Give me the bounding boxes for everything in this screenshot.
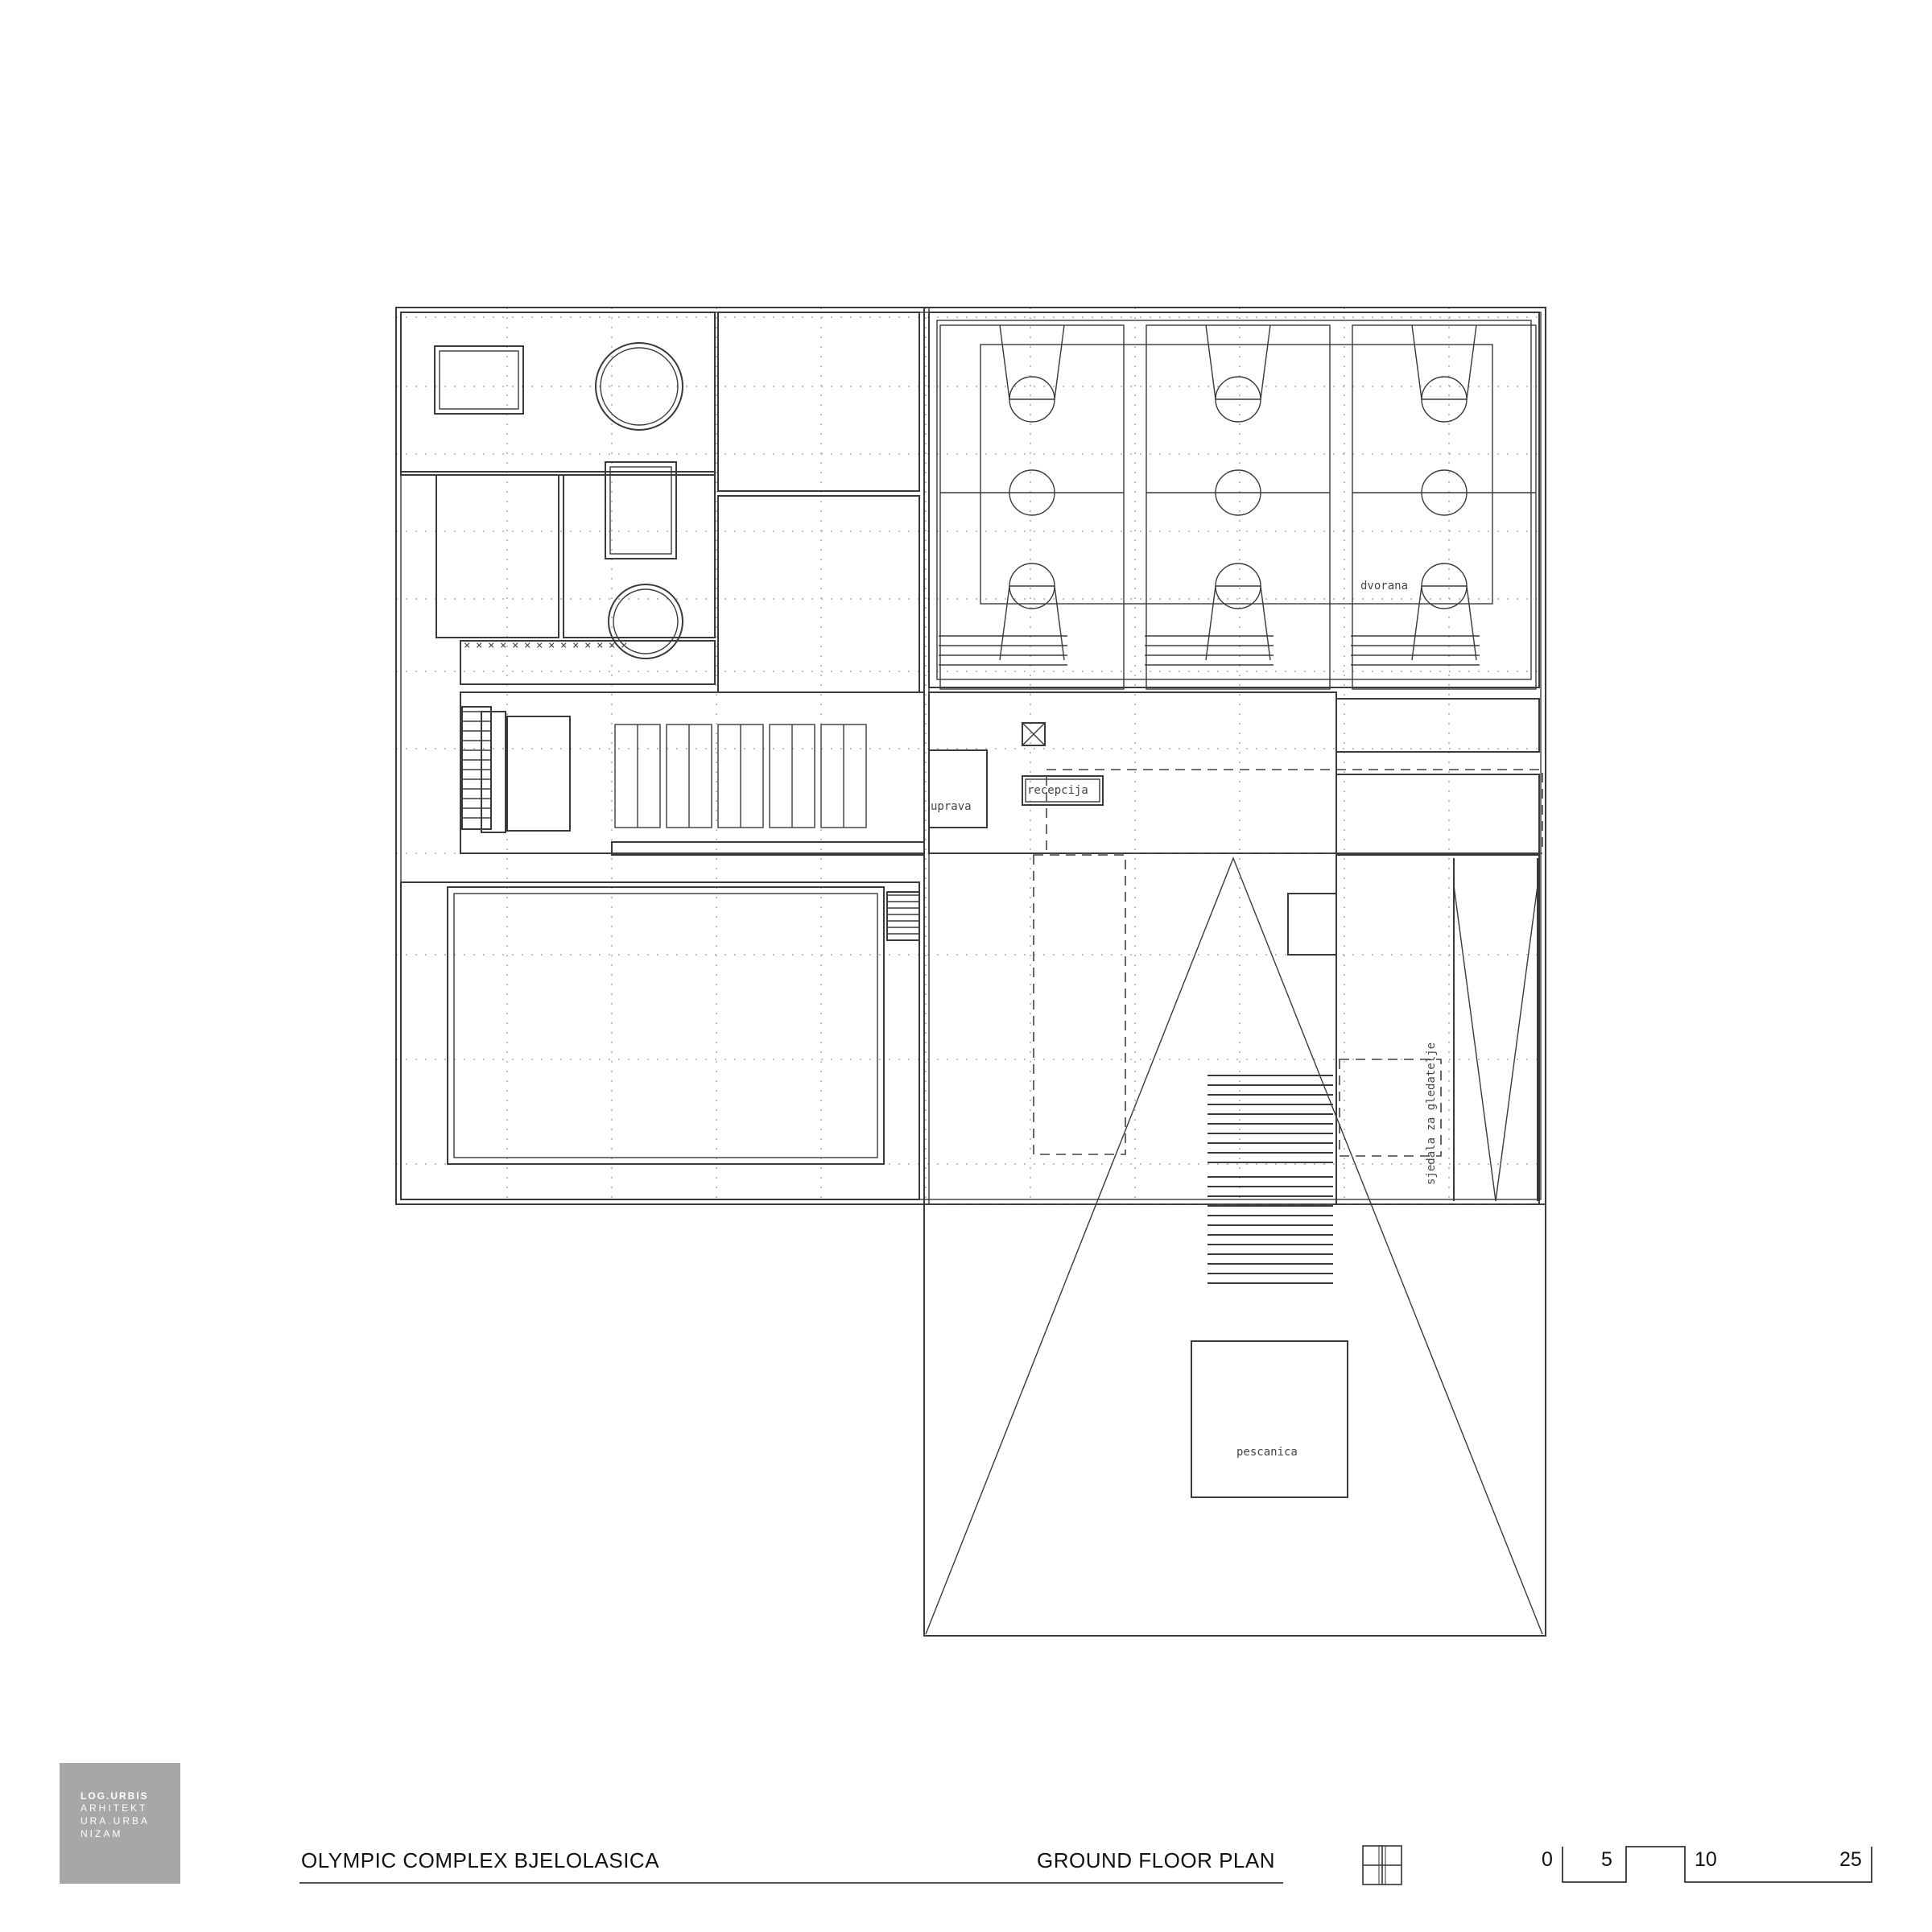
swimming-pool [400,881,920,1200]
label-uprava: uprava [931,800,972,813]
stair-left [461,706,920,941]
court-boundary [980,344,1493,605]
fixture-mark: × [524,639,530,652]
fixture-mark: × [597,639,603,652]
scale-label-0: 0 [1542,1848,1553,1871]
logo-line-4: NIZAM [80,1828,123,1839]
fixture-mark: × [609,639,615,652]
changing-rooms: × × × × × × × × × × × × × × [460,639,925,856]
basketball-court [1351,324,1537,690]
fixture-mark: × [621,639,627,652]
fixture-mark: × [476,639,482,652]
sports-hall [928,312,1540,690]
grandstand [1033,854,1538,1202]
fixture-mark: × [488,639,494,652]
north-grid-icon [1362,1845,1402,1885]
label-pescanica: pescanica [1236,1446,1298,1459]
fixture-mark: × [584,639,591,652]
logo-line-2: ARHITEKT [80,1802,148,1814]
piazza [923,857,1546,1637]
fixture-mark: × [560,639,567,652]
label-dvorana: dvorana [1360,580,1408,592]
scale-label-10: 10 [1695,1848,1717,1871]
wellness-block [400,312,920,693]
lobby [928,691,1543,1205]
label-sjedala: sjedala za gledatelje [1425,1042,1438,1185]
basketball-court [939,324,1125,690]
scale-label-25: 25 [1839,1848,1862,1871]
scale-label-5: 5 [1601,1848,1612,1871]
building-outline [395,307,1546,1205]
structural-grid [395,308,1546,1204]
firm-logo: LOG.URBIS ARHITEKT URA.URBA NIZAM [60,1763,180,1884]
scale-bar-graphic [1562,1846,1872,1883]
scale-bar: 0 5 10 25 [1534,1840,1888,1889]
fixture-mark: × [500,639,506,652]
fixture-mark: × [548,639,555,652]
fixture-mark: × [572,639,579,652]
room-labels: dvorana recepcija uprava sjedala za gled… [931,580,1438,1459]
label-recepcija: recepcija [1027,784,1088,797]
logo-line-1: LOG.URBIS [80,1790,149,1802]
basketball-court [1145,324,1331,690]
fixture-mark: × [464,639,470,652]
sheet-title: GROUND FLOOR PLAN [1037,1848,1275,1872]
title-underline [299,1882,1283,1884]
logo-line-3: URA.URBA [80,1815,151,1827]
fixture-mark: × [512,639,518,652]
project-title: OLYMPIC COMPLEX BJELOLASICA [301,1848,660,1872]
fixture-mark: × [536,639,543,652]
